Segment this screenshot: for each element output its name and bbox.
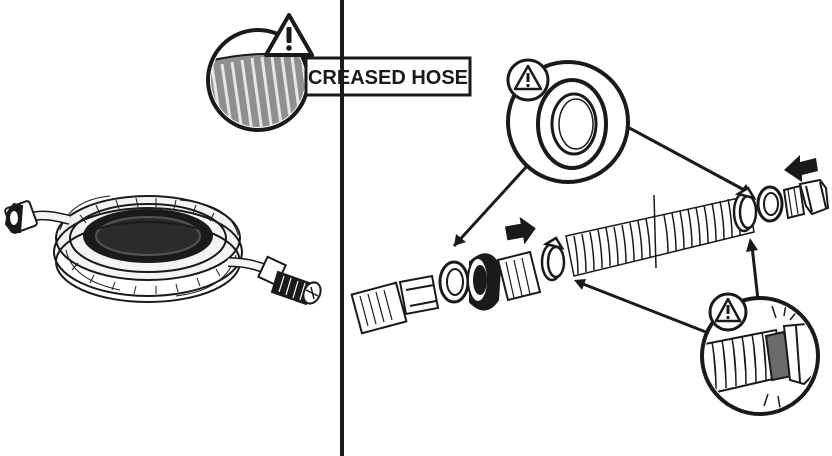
inlet-filter-fitting: [350, 274, 440, 335]
rubber-washer-right: [756, 185, 784, 223]
warning-triangle-icon: [708, 292, 748, 332]
corrugated-hose: [565, 194, 755, 277]
creased-hose-label: CREASED HOSE: [308, 67, 468, 89]
callout-label-box: [304, 56, 472, 97]
hose-clamp-right: [732, 186, 758, 233]
callout-pointer: [577, 280, 717, 338]
hose-fitting-left: [4, 200, 38, 234]
hose-clamp-left: [540, 236, 566, 282]
hose-fitting-right: [256, 255, 322, 306]
washer-pointer-left: [452, 163, 530, 248]
direction-arrow-right: [784, 155, 818, 182]
coupling-nut: [467, 250, 542, 311]
creased-hose-texture: [211, 52, 305, 127]
washer-callout: [452, 58, 752, 248]
warning-triangle-icon: [264, 13, 314, 57]
tap-connector: [782, 178, 830, 220]
washer-pointer-right: [621, 122, 749, 194]
direction-arrow-left: [504, 216, 536, 245]
overtightened-callout: [574, 238, 820, 416]
warning-triangle-icon: [506, 58, 550, 102]
creased-hose-callout: CREASED HOSE: [206, 13, 472, 132]
rubber-washer-left: [438, 260, 470, 304]
coiled-hose: [4, 195, 322, 306]
